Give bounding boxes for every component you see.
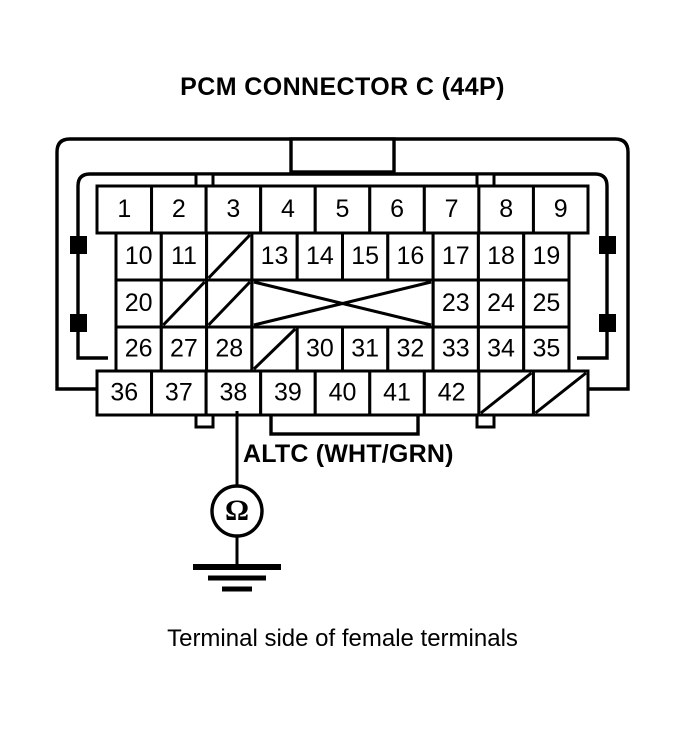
svg-text:Ω: Ω (225, 494, 249, 527)
blank-slash-mark (534, 371, 587, 415)
terminal-cell (313, 369, 372, 417)
terminal-number: 26 (125, 335, 153, 363)
terminal-number: 11 (171, 242, 197, 270)
terminal-number: 4 (281, 195, 295, 223)
terminal-number: 40 (329, 379, 357, 407)
terminal-number: 32 (397, 335, 425, 363)
diagram-caption: Terminal side of female terminals (167, 625, 518, 652)
terminal-number: 1 (117, 195, 131, 223)
connector-top-latch (289, 137, 396, 174)
terminal-number: 28 (215, 335, 243, 363)
terminal-number: 20 (125, 289, 153, 317)
terminal-number: 8 (499, 195, 513, 223)
terminal-number: 36 (110, 379, 138, 407)
terminal-row: 36 37 38 39 40 41 42 (95, 369, 590, 417)
blank-slash-mark (207, 280, 251, 327)
terminal-cell (422, 369, 481, 417)
terminal-number: 27 (170, 335, 198, 363)
terminal-cell (205, 325, 254, 373)
terminal-cell (114, 231, 163, 282)
terminal-number: 7 (445, 195, 459, 223)
terminal-number: 9 (554, 195, 568, 223)
ohmmeter-symbol: Ω (210, 484, 264, 538)
blank-slash-mark (207, 233, 251, 280)
terminal-cell (295, 231, 345, 282)
keying-tab-left-lower (70, 314, 87, 332)
terminal-number: 14 (306, 242, 334, 270)
terminal-number: 13 (261, 242, 289, 270)
blank-cross-mark (253, 280, 432, 327)
blank-slash-mark (252, 327, 297, 371)
terminal-number: 34 (487, 335, 515, 363)
terminal-cell (477, 184, 535, 235)
keying-tab-left-upper (70, 236, 87, 254)
terminal-number: 41 (383, 379, 411, 407)
terminal-row: 1 2 3 4 5 6 7 8 9 (95, 184, 590, 235)
blank-slash-mark (479, 371, 533, 415)
keying-tab-right-upper (599, 236, 616, 254)
terminal-number: 25 (532, 289, 560, 317)
terminal-number: 23 (442, 289, 470, 317)
terminal-number: 17 (442, 242, 470, 270)
terminal-number: 3 (226, 195, 240, 223)
terminal-cell (95, 184, 154, 235)
terminal-number: 16 (397, 242, 425, 270)
terminal-number: 33 (442, 335, 470, 363)
blank-slash-mark (162, 280, 206, 327)
terminal-cell (159, 231, 209, 282)
terminal-cell (431, 325, 480, 373)
terminal-number: 18 (487, 242, 515, 270)
terminal-row: 10 11 13 14 15 16 17 18 19 (114, 231, 571, 282)
terminal-number: 37 (165, 379, 193, 407)
terminal-number: 30 (306, 335, 334, 363)
terminal-row: 20 23 24 25 (114, 278, 571, 329)
terminal-cell (368, 184, 426, 235)
terminal-cell (531, 184, 590, 235)
wire-label-altc: ALTC (WHT/GRN) (243, 440, 454, 468)
terminal-number: 10 (125, 242, 153, 270)
page-title: PCM CONNECTOR C (44P) (180, 73, 505, 101)
terminal-cell (295, 325, 345, 373)
terminal-number: 5 (336, 195, 350, 223)
ground-symbol (193, 564, 281, 592)
terminal-cell (522, 325, 571, 373)
terminal-number: 24 (487, 289, 515, 317)
terminal-number: 38 (219, 379, 247, 407)
terminal-row: 26 27 28 30 31 32 33 34 35 (114, 325, 571, 373)
terminal-cell (522, 231, 571, 282)
terminal-number: 15 (351, 242, 379, 270)
terminal-number: 35 (532, 335, 560, 363)
terminal-number: 2 (172, 195, 186, 223)
terminal-cell (522, 278, 571, 329)
terminal-number: 42 (438, 379, 466, 407)
terminal-number: 6 (390, 195, 404, 223)
terminal-number: 31 (351, 335, 379, 363)
terminal-number: 19 (532, 242, 560, 270)
terminal-number: 39 (274, 379, 302, 407)
keying-tab-right-lower (599, 314, 616, 332)
